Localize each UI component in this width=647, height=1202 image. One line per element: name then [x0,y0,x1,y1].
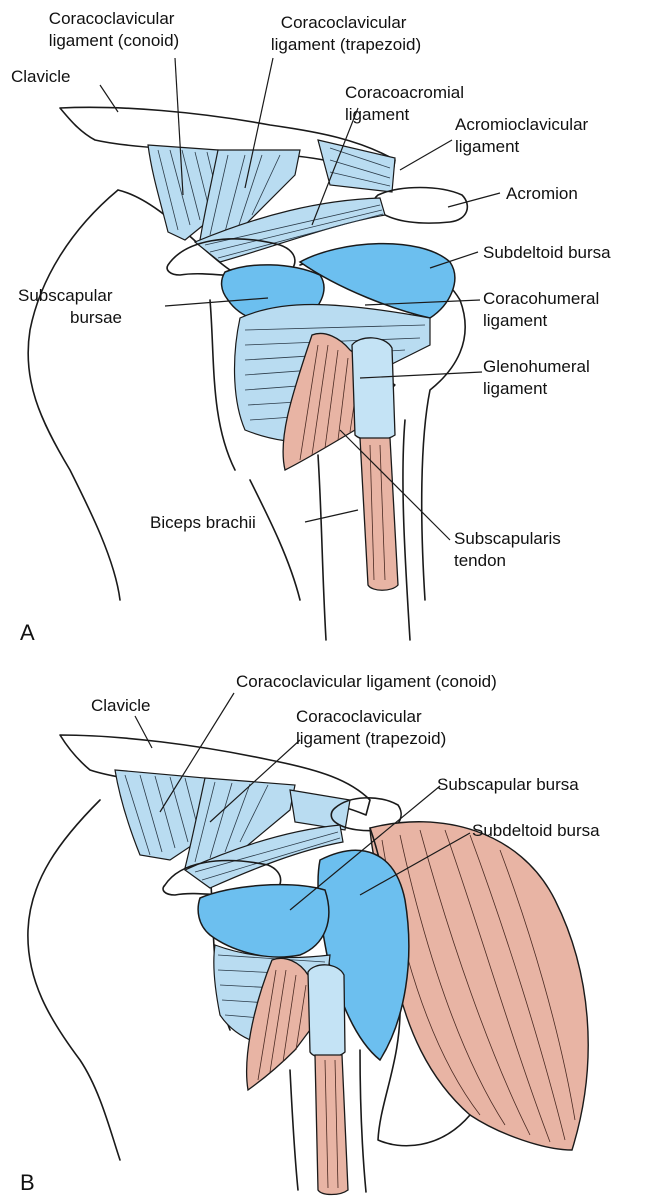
label-coracoacromial-a: Coracoacromial ligament [345,83,469,124]
biceps-sheath-a [352,338,395,440]
biceps-sheath-b [308,965,345,1058]
label-subscapular-b: Subscapular bursa [437,775,579,794]
label-trapezoid-b: Coracoclavicular ligament (trapezoid) [296,707,446,748]
label-subscapularis-a: Subscapularis tendon [454,529,566,570]
biceps-brachii-b [315,1055,348,1195]
panel-a: Coracoclavicular ligament (conoid) Corac… [11,9,611,645]
panel-letter-a: A [20,620,35,645]
panel-b: Coracoclavicular ligament (conoid) Clavi… [20,672,600,1195]
label-subscapular-a: Subscapular bursae [18,286,122,327]
label-coracohumeral-a: Coracohumeral ligament [483,289,604,330]
label-clavicle-b: Clavicle [91,696,151,715]
label-subdeltoid-a: Subdeltoid bursa [483,243,611,262]
biceps-brachii-a [360,438,398,590]
label-biceps-a: Biceps brachii [150,513,256,532]
label-acromioclavicular-a: Acromioclavicular ligament [455,115,593,156]
label-acromion-a: Acromion [506,184,578,203]
label-subdeltoid-b: Subdeltoid bursa [472,821,600,840]
label-conoid-a: Coracoclavicular ligament (conoid) [49,9,179,50]
label-conoid-b: Coracoclavicular ligament (conoid) [236,672,497,691]
acromioclavicular-ligament-b [290,790,350,830]
panel-letter-b: B [20,1170,35,1195]
label-glenohumeral-a: Glenohumeral ligament [483,357,595,398]
label-clavicle-a: Clavicle [11,67,71,86]
label-trapezoid-a: Coracoclavicular ligament (trapezoid) [271,13,421,54]
